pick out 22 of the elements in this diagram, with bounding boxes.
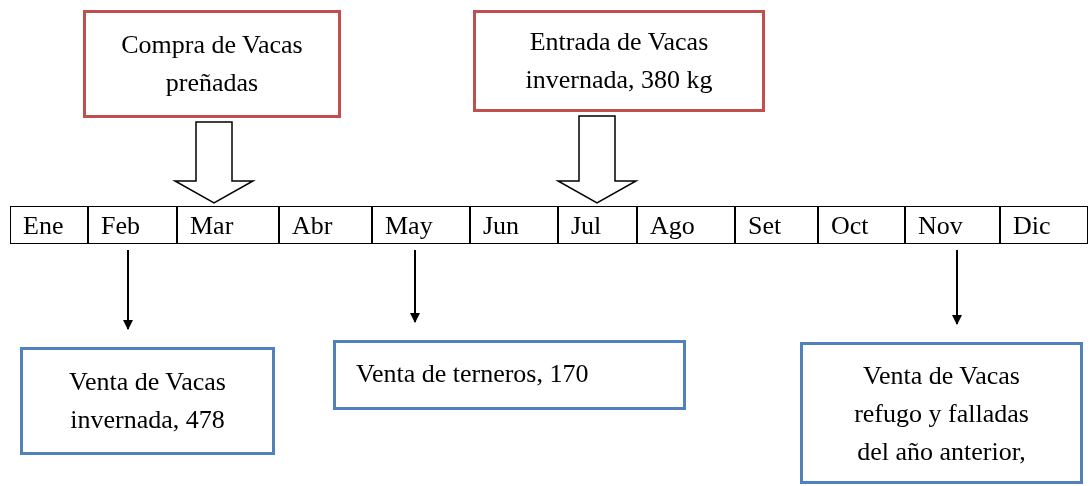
block-arrow [555, 115, 639, 204]
month-cell: Jul [558, 206, 637, 244]
sale-box: Venta de Vacas refugo y falladas del año anterior, [800, 342, 1083, 484]
sale-box: Venta de Vacas invernada, 478 [20, 347, 275, 455]
month-cell: Jun [470, 206, 558, 244]
event-box: Compra de Vacas preñadas [83, 10, 341, 118]
sale-box: Venta de terneros, 170 [333, 340, 686, 410]
month-cell: Nov [905, 206, 1000, 244]
month-cell: Ene [10, 206, 88, 244]
month-cell: Dic [1000, 206, 1088, 244]
month-cell: Mar [177, 206, 279, 244]
month-cell: Set [735, 206, 818, 244]
month-cell: May [372, 206, 470, 244]
month-cell: Ago [637, 206, 735, 244]
block-arrow [172, 121, 256, 204]
arrow [410, 249, 420, 323]
month-cell: Feb [88, 206, 177, 244]
month-cell: Oct [818, 206, 905, 244]
month-cell: Abr [279, 206, 372, 244]
arrow [123, 249, 133, 330]
event-box: Entrada de Vacas invernada, 380 kg [473, 10, 765, 112]
arrow [952, 249, 962, 325]
